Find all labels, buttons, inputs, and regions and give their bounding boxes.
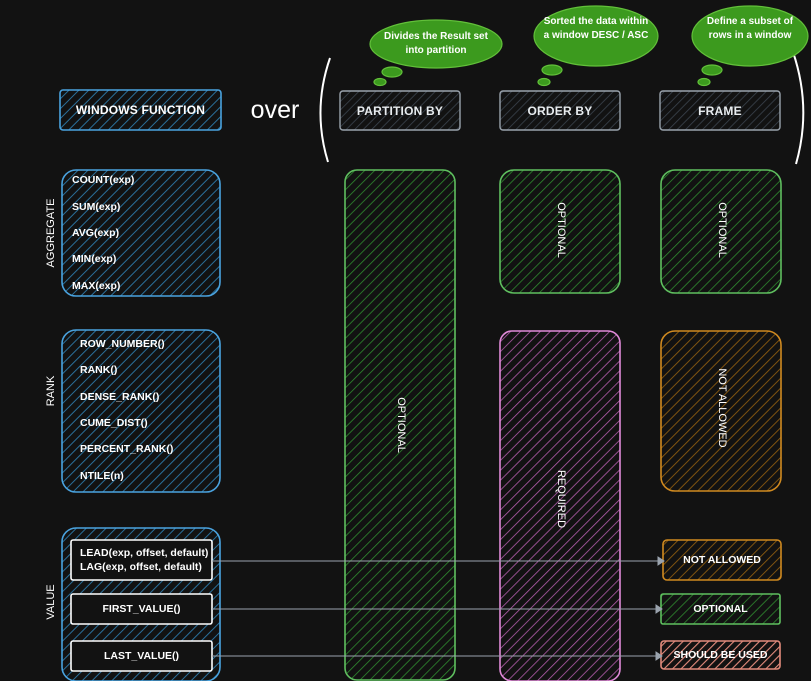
connector-last-value [212,651,663,661]
rank-fn-item: NTILE(n) [80,470,124,482]
frame-first-value-label: OPTIONAL [693,603,748,615]
connector-first-value [212,604,663,614]
order-by-box [499,90,621,131]
last-value-label: LAST_VALUE() [103,650,180,662]
lead-lag-box [70,539,213,581]
order-aggregate-label: OPTIONAL [555,202,567,258]
partition-by-label: PARTITION BY [356,103,444,118]
frame-rank-box [660,330,782,492]
partition-optional-column [344,169,456,681]
aggregate-label: AGGREGATE [45,198,57,268]
aggregate-fn-item: MAX(exp) [72,280,121,292]
partition-optional-label: OPTIONAL [395,397,407,453]
first-value-label: FIRST_VALUE() [102,603,181,615]
order-aggregate-box [499,169,621,294]
aggregate-box [61,169,221,297]
partition-by-box [339,90,461,131]
cloud-frame [691,5,809,87]
frame-lead-lag-label: NOT ALLOWED [683,554,761,566]
connector-lead-lag [212,556,665,566]
aggregate-fn-item: COUNT(exp) [72,174,135,186]
aggregate-fn-item: AVG(exp) [72,227,120,239]
open-parenthesis [319,57,331,163]
close-parenthesis [792,51,805,165]
rank-fn-item: DENSE_RANK() [80,391,160,403]
value-label: VALUE [45,584,57,620]
windows-function-box [59,89,222,131]
frame-box [659,90,781,131]
rank-fn-item: ROW_NUMBER() [80,338,165,350]
lead-label: LEAD(exp, offset, default) [80,547,209,559]
cloud-partition-text: Divides the Result set into partition [384,31,488,56]
over-label: over [250,95,300,124]
cloud-order-text: Sorted the data within a window DESC / A… [543,16,649,41]
rank-box [61,329,221,493]
aggregate-fn-item: MIN(exp) [72,253,117,265]
aggregate-fn-item: SUM(exp) [72,201,121,213]
windows-function-label: WINDOWS FUNCTION [75,103,206,117]
cloud-order [533,5,659,87]
order-required-column [499,330,621,681]
frame-rank-label: NOT ALLOWED [716,368,728,448]
frame-last-value-label: SHOULD BE USED [673,649,768,661]
rank-fn-item: CUME_DIST() [80,417,148,429]
lag-label: LAG(exp, offset, default) [80,561,202,573]
order-by-label: ORDER BY [527,103,593,118]
rank-fn-item: PERCENT_RANK() [80,443,174,455]
cloud-partition [369,19,503,87]
frame-label: FRAME [698,103,742,118]
rank-label: RANK [45,375,57,407]
rank-fn-item: RANK() [80,364,118,376]
cloud-frame-text: Define a subset of rows in a window [706,16,794,41]
order-required-label: REQUIRED [555,469,567,529]
frame-aggregate-label: OPTIONAL [716,202,728,258]
frame-aggregate-box [660,169,782,294]
